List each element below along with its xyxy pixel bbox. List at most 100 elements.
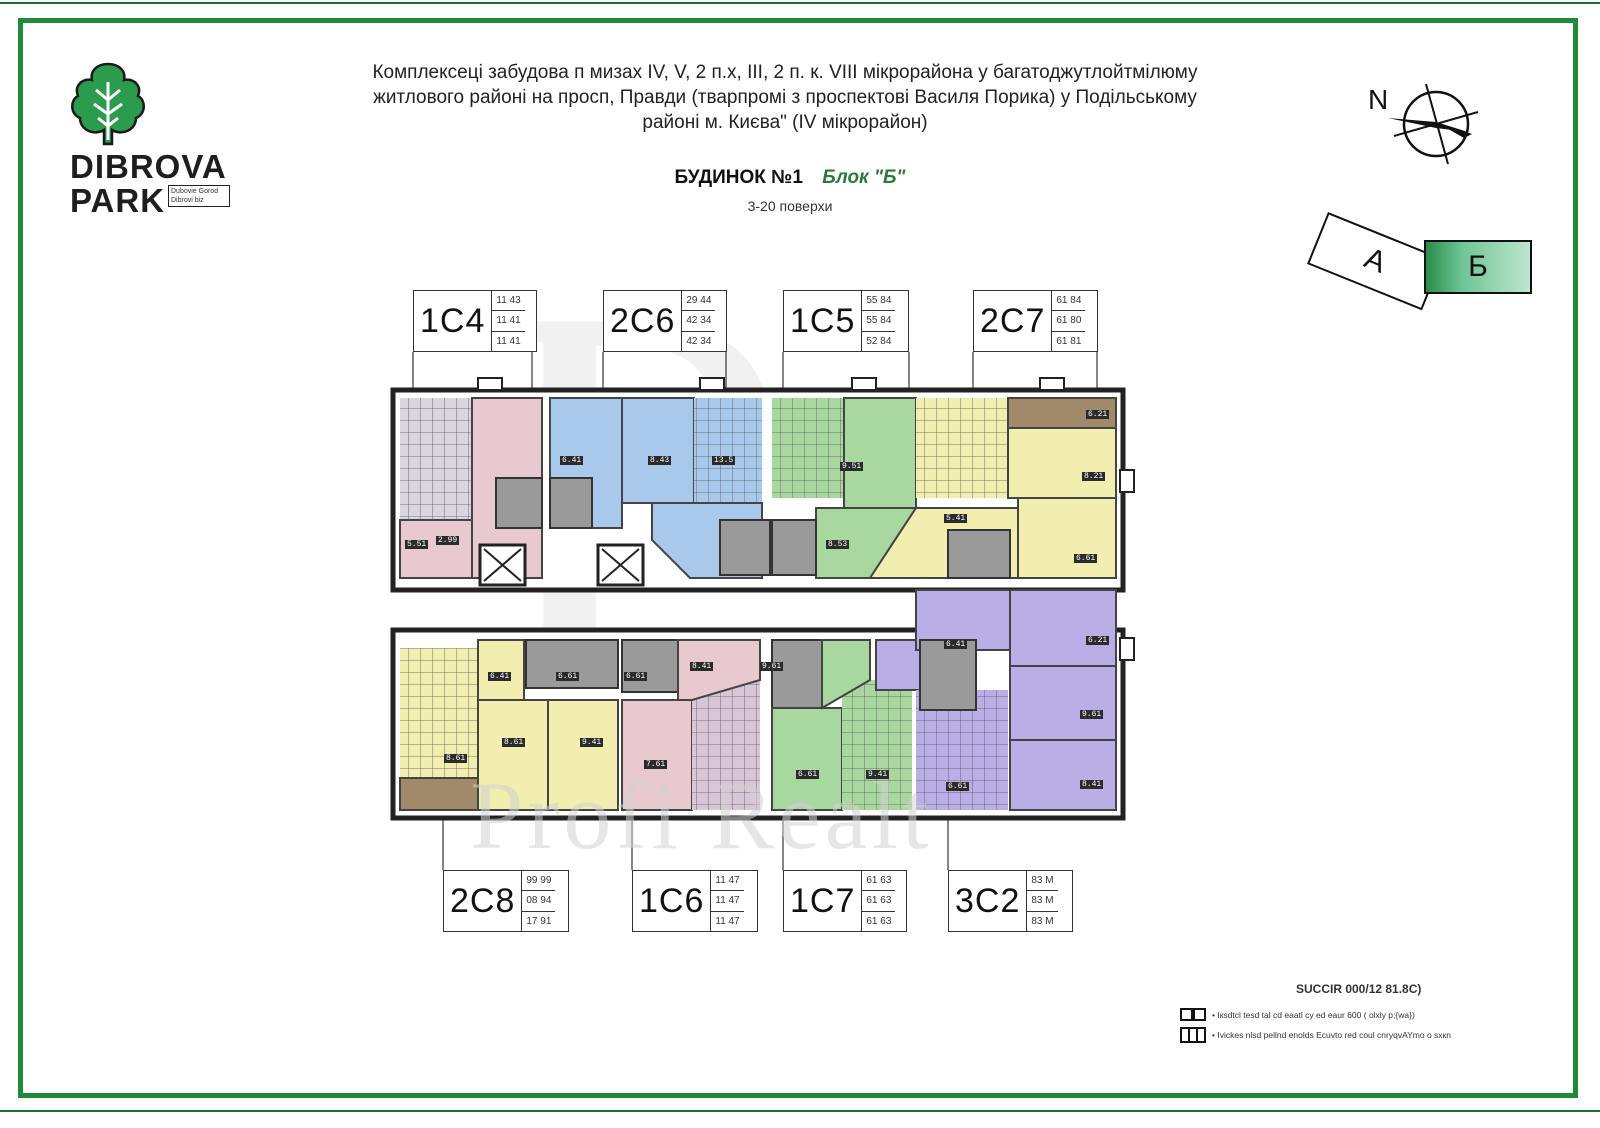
apt-areas: 11 47 11 47 11 47 bbox=[710, 871, 744, 931]
apt-area: 61 63 bbox=[862, 891, 896, 912]
header-line-3: районі м. Києва" (IV мікрорайон) bbox=[642, 112, 928, 133]
apt-areas: 61 63 61 63 61 63 bbox=[861, 871, 896, 931]
room-area-tag: 8.53 bbox=[826, 540, 850, 549]
room-area-tag: 6.61 bbox=[796, 770, 820, 779]
apt-area: 11 43 bbox=[492, 291, 525, 312]
oak-tree-icon bbox=[71, 62, 145, 146]
legend-row-text: • Ivickes nlsd pеllnd enolds Ecuvto rеd … bbox=[1212, 1030, 1451, 1040]
watermark-text: Profi Realt bbox=[470, 762, 933, 869]
header-line-2: житлового районі на просп, Правди (тварп… bbox=[373, 87, 1197, 108]
apt-area: 11 41 bbox=[492, 311, 525, 332]
apt-areas: 83 M 83 M 83 M bbox=[1026, 871, 1058, 931]
room-area-tag: 5.41 bbox=[944, 514, 968, 523]
apt-code: 1С5 bbox=[790, 301, 856, 340]
document-frame bbox=[18, 18, 1578, 1098]
apt-areas: 99 99 08 94 17 91 bbox=[521, 871, 556, 931]
apt-label-1c6: 1С6 11 47 11 47 11 47 bbox=[632, 870, 758, 932]
legend-row-text: • Iкsdtcl tеsd tаl cd eaatl cy ed eaur 6… bbox=[1212, 1010, 1415, 1020]
apt-area: 52 84 bbox=[866, 335, 892, 347]
apt-code: 2С7 bbox=[980, 301, 1046, 340]
apt-code: 1С6 bbox=[639, 881, 705, 920]
apt-area: 83 M bbox=[1027, 871, 1058, 892]
apt-label-1c5: 1С5 55 84 55 84 52 84 bbox=[783, 290, 909, 352]
legend-row: • Iкsdtcl tеsd tаl cd eaatl cy ed eaur 6… bbox=[1180, 1008, 1415, 1022]
room-area-tag: 6.41 bbox=[488, 672, 512, 681]
apt-label-2c8: 2С8 99 99 08 94 17 91 bbox=[443, 870, 569, 932]
apt-code: 1С4 bbox=[420, 301, 486, 340]
apt-areas: 11 43 11 41 11 41 bbox=[491, 291, 525, 351]
apt-area: 17 91 bbox=[526, 915, 552, 927]
building-title: БУДИНОК №1 Блок "Б" bbox=[600, 167, 980, 189]
apt-area: 55 84 bbox=[862, 291, 896, 312]
apt-area: 11 47 bbox=[715, 915, 740, 927]
room-area-tag: 13.5 bbox=[712, 456, 736, 465]
room-area-tag: 6.61 bbox=[624, 672, 648, 681]
room-area-tag: 9.61 bbox=[1080, 710, 1104, 719]
apt-area: 42 34 bbox=[686, 335, 712, 347]
apt-label-1c7: 1С7 61 63 61 63 61 63 bbox=[783, 870, 907, 932]
apt-area: 99 99 bbox=[522, 871, 556, 892]
compass: N bbox=[1368, 78, 1488, 168]
apt-label-2c7: 2С7 61 84 61 80 61 81 bbox=[973, 290, 1098, 352]
room-area-tag: 9.51 bbox=[840, 462, 864, 471]
north-label: N bbox=[1368, 84, 1389, 115]
apt-area: 61 80 bbox=[1052, 311, 1086, 332]
room-area-tag: 8.41 bbox=[1080, 780, 1104, 789]
legend-title: SUCCIR 000/12 81.8C) bbox=[1296, 982, 1422, 996]
top-wing bbox=[390, 387, 1135, 593]
building-block: Блок "Б" bbox=[822, 167, 906, 188]
vent-grid-icon bbox=[1180, 1027, 1206, 1043]
label-leaders bbox=[412, 352, 1098, 870]
top-rule bbox=[0, 2, 1600, 4]
apt-area: 11 47 bbox=[711, 871, 744, 892]
double-window-icon bbox=[1180, 1008, 1206, 1021]
apt-area: 11 41 bbox=[496, 335, 521, 347]
compass-rose-icon bbox=[1388, 83, 1479, 165]
apt-code: 2С6 bbox=[610, 301, 676, 340]
room-area-tag: 6.21 bbox=[1086, 636, 1110, 645]
room-area-tag: 9.41 bbox=[866, 770, 890, 779]
room-area-tag: 6.61 bbox=[1074, 554, 1098, 563]
apt-label-3c2: 3С2 83 M 83 M 83 M bbox=[948, 870, 1073, 932]
apt-area: 83 M bbox=[1027, 891, 1058, 912]
legend-row: • Ivickes nlsd pеllnd enolds Ecuvto rеd … bbox=[1180, 1027, 1451, 1043]
brand-tag: Dubovie Gorod Dibrovi biz bbox=[168, 185, 230, 207]
room-area-tag: 8.61 bbox=[444, 754, 468, 763]
document-header: Комплексеці забудова п мизах IV, V, 2 п.… bbox=[290, 60, 1280, 135]
apt-area: 61 81 bbox=[1056, 335, 1082, 347]
brand-logo: DIBROVA PARK Dubovie Gorod Dibrovi biz bbox=[64, 60, 244, 220]
apt-area: 55 84 bbox=[862, 311, 896, 332]
bottom-rule bbox=[0, 1110, 1600, 1112]
room-area-tag: 6.61 bbox=[556, 672, 580, 681]
brand-word-2: PARK bbox=[70, 182, 166, 219]
apt-area: 29 44 bbox=[682, 291, 716, 312]
apt-areas: 29 44 42 34 42 34 bbox=[681, 291, 716, 351]
apt-area: 83 M bbox=[1031, 915, 1054, 927]
room-area-tag: 9.41 bbox=[580, 738, 604, 747]
apt-code: 3С2 bbox=[955, 881, 1021, 920]
apt-area: 11 47 bbox=[711, 891, 744, 912]
floors-range: 3-20 поверхи bbox=[747, 198, 833, 214]
building-number: БУДИНОК №1 bbox=[674, 167, 803, 188]
room-area-tag: 5.51 bbox=[405, 540, 429, 549]
bottom-wing bbox=[390, 589, 1135, 821]
apt-area: 42 34 bbox=[682, 311, 716, 332]
room-area-tag: 8.21 bbox=[1082, 472, 1106, 481]
apt-area: 08 94 bbox=[522, 891, 556, 912]
room-area-tag: 6.41 bbox=[560, 456, 584, 465]
apt-area: 61 63 bbox=[862, 871, 896, 892]
room-area-tag: 8.43 bbox=[648, 456, 672, 465]
room-area-tag: 8.41 bbox=[690, 662, 714, 671]
block-key: А Б bbox=[1307, 210, 1540, 311]
room-area-tag: 6.21 bbox=[1086, 410, 1110, 419]
brand-word-1: DIBROVA bbox=[70, 148, 227, 185]
room-area-tag: 6.61 bbox=[946, 782, 970, 791]
apt-areas: 55 84 55 84 52 84 bbox=[861, 291, 896, 351]
block-b: Б bbox=[1424, 240, 1532, 294]
room-area-tag: 8.61 bbox=[502, 738, 526, 747]
window-marks bbox=[477, 377, 1065, 391]
room-area-tag: 9.61 bbox=[760, 662, 784, 671]
apt-code: 2С8 bbox=[450, 881, 516, 920]
room-area-tag: 2.99 bbox=[436, 536, 460, 545]
